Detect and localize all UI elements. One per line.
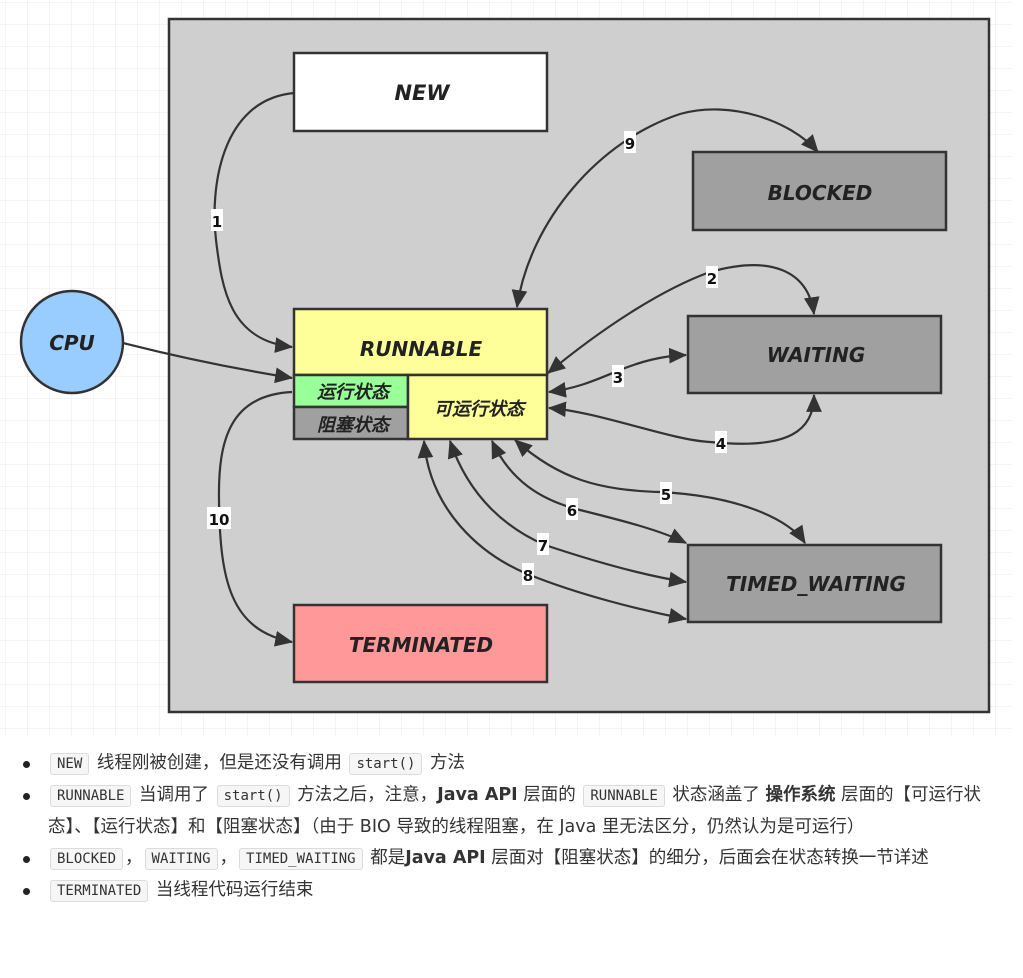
code-terminated: TERMINATED [50, 880, 149, 902]
edge-label-2: 2 [707, 270, 717, 288]
node-terminated-label: TERMINATED [349, 633, 493, 657]
node-runnable: RUNNABLE 运行状态 阻塞状态 可运行状态 [292, 307, 549, 441]
node-new: NEW [292, 51, 549, 133]
node-blocked-label: BLOCKED [768, 181, 873, 205]
edge-label-1: 1 [212, 213, 222, 231]
node-blocked: BLOCKED [691, 150, 948, 232]
bold-java-api: Java API [405, 848, 486, 868]
edge-label-3: 3 [613, 369, 623, 387]
node-terminated: TERMINATED [292, 603, 549, 684]
edge-label-9: 9 [625, 135, 635, 153]
code-runnable: RUNNABLE [583, 785, 665, 807]
node-cpu: CPU [19, 289, 125, 395]
code-waiting: WAITING [144, 848, 218, 870]
edge-label-7: 7 [538, 537, 548, 555]
note-text: 都是 [370, 848, 406, 868]
edge-cpu [122, 341, 294, 384]
note-text: 方法 [430, 753, 466, 773]
edge-label-4: 4 [716, 435, 726, 453]
state-notes: NEW 线程刚被创建，但是还没有调用 start() 方法 RUNNABLE 当… [0, 748, 1023, 907]
node-ready-label: 可运行状态 [434, 399, 527, 420]
code-timed-waiting: TIMED_WAITING [239, 848, 363, 870]
edge-labels: 1 9 2 3 4 5 6 7 8 10 [207, 131, 727, 585]
note-text: 当线程代码运行结束 [155, 880, 314, 900]
note-runnable: RUNNABLE 当调用了 start() 方法之后，注意，Java API 层… [23, 780, 1023, 843]
bold-java-api: Java API [437, 785, 518, 805]
node-cpu-label: CPU [49, 331, 95, 355]
edge-label-8: 8 [523, 567, 533, 585]
node-timed-waiting-label: TIMED_WAITING [726, 572, 906, 596]
code-blocked: BLOCKED [50, 848, 124, 870]
node-os-blocked-label: 阻塞状态 [317, 415, 392, 436]
edge-label-5: 5 [661, 486, 671, 504]
note-terminated: TERMINATED 当线程代码运行结束 [23, 875, 1023, 907]
note-text: 当调用了 [139, 785, 210, 805]
note-text: 层面的 [523, 785, 576, 805]
note-text: 层面对【阻塞状态】的细分，后面会在状态转换一节详述 [491, 848, 929, 868]
code-new: NEW [50, 753, 90, 775]
edge-1 [213, 91, 295, 353]
code-start: start() [216, 785, 290, 807]
edge-label-10: 10 [209, 511, 230, 529]
separator: ， [125, 848, 143, 868]
note-blocked-waiting: BLOCKED，WAITING，TIMED_WAITING 都是Java API… [23, 843, 1023, 875]
edge-label-6: 6 [567, 502, 577, 520]
node-waiting-label: WAITING [767, 343, 866, 367]
code-start: start() [349, 753, 423, 775]
note-text: 层面的【可运行状态】、【运行状态】和【阻塞状态】（由于 BIO 导致的线程阻塞，… [48, 785, 982, 837]
thread-state-diagram: NEW BLOCKED WAITING RUNNABLE 运行状态 阻塞状态 可… [0, 0, 1012, 736]
note-text: 线程刚被创建，但是还没有调用 [96, 753, 342, 773]
bold-os: 操作系统 [765, 785, 836, 805]
node-runnable-label: RUNNABLE [360, 337, 483, 361]
separator: ， [219, 848, 238, 868]
node-waiting: WAITING [686, 314, 943, 395]
edge-9 [511, 108, 819, 309]
node-new-label: NEW [394, 81, 450, 105]
note-new: NEW 线程刚被创建，但是还没有调用 start() 方法 [23, 748, 1023, 780]
code-runnable: RUNNABLE [50, 785, 132, 807]
edge-10 [217, 390, 294, 647]
note-text: 状态涵盖了 [672, 785, 760, 805]
node-timed-waiting: TIMED_WAITING [686, 543, 943, 624]
note-text: 方法之后，注意， [297, 785, 438, 805]
node-running-label: 运行状态 [317, 382, 392, 403]
notes-list: NEW 线程刚被创建，但是还没有调用 start() 方法 RUNNABLE 当… [0, 748, 1023, 907]
